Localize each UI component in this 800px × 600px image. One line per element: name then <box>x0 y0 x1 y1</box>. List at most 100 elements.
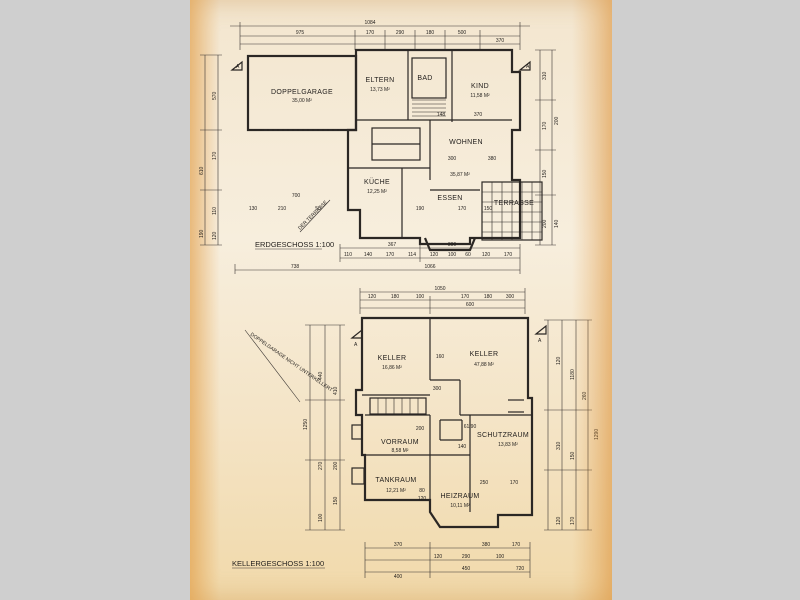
room-area-vorraum: 8,58 M² <box>392 448 409 454</box>
room-name-vorraum: VORRAUM <box>381 439 419 446</box>
room-area-schutzraum: 13,83 M² <box>498 442 518 448</box>
eg-dim-left: 170 <box>212 151 218 160</box>
eg-dim-bottom: 367 <box>388 242 397 248</box>
eg-dim-left: 190 <box>199 229 205 238</box>
eg-inner-dim: 190 <box>416 206 425 212</box>
room-area-kueche: 12,25 M² <box>367 189 387 195</box>
kg-dim-bottom: 100 <box>496 554 505 560</box>
eg-inner-dim: 380 <box>488 156 497 162</box>
kg-inner-dim: 250 <box>480 480 489 486</box>
eg-bay-window <box>423 237 477 252</box>
kg-section-label: A <box>354 342 358 348</box>
kg-dim-right: 120 <box>556 356 562 365</box>
eg-inner-dim: 210 <box>278 206 287 212</box>
floor-plan-drawing: 1084 975 170 290 180 500 370 610 570 170… <box>199 20 600 580</box>
kg-dim-top: 600 <box>466 302 475 308</box>
kg-dim-left: 440 <box>318 371 324 380</box>
eg-dim-top: 180 <box>426 30 435 36</box>
kg-dim-top-total: 1050 <box>434 286 445 292</box>
eg-note-leader <box>299 199 331 233</box>
kellergeschoss-plan: 1050 120 180 100 170 180 300 600 A A 440… <box>232 286 600 580</box>
eg-inner-dim: 150 <box>484 206 493 212</box>
room-area-heizraum: 10,11 M² <box>450 503 470 509</box>
eg-dim-bottom: 100 <box>448 252 457 258</box>
eg-dim-right: 200 <box>542 219 548 228</box>
eg-dim-bottom: 170 <box>386 252 395 258</box>
eg-inner-dim: 50 <box>315 206 321 212</box>
eg-inner-dim: 130 <box>249 206 258 212</box>
eg-dim-bottom: 140 <box>364 252 373 258</box>
eg-dim-top: 975 <box>296 30 305 36</box>
room-name-kueche: KÜCHE <box>364 178 390 186</box>
eg-dim-bottom: 170 <box>504 252 513 258</box>
kg-inner-dim: 200 <box>416 426 425 432</box>
kg-inner-dim: 160 <box>436 354 445 360</box>
kg-inner-dim: 80 <box>419 488 425 494</box>
eg-dim-top: 290 <box>396 30 405 36</box>
kg-dim-left: 100 <box>318 513 324 522</box>
kg-dim-bottom: 120 <box>434 554 443 560</box>
kg-dims-right <box>544 319 592 531</box>
kg-outer-walls <box>354 316 534 529</box>
room-name-kind: KIND <box>471 83 489 90</box>
kg-section-marker-left <box>350 328 363 339</box>
eg-section-label: A <box>526 64 530 70</box>
eg-inner-dim: 300 <box>448 156 457 162</box>
kg-dim-left: 270 <box>318 461 324 470</box>
kg-dims-bottom <box>364 542 531 578</box>
kg-stairs <box>369 397 427 415</box>
kg-interior-walls <box>362 318 532 512</box>
eg-dim-bottom: 60 <box>465 252 471 258</box>
kg-dim-top: 180 <box>391 294 400 300</box>
room-area-garage: 35,00 M² <box>292 98 312 104</box>
terrace-paving <box>481 181 543 241</box>
room-area-eltern: 13,73 M² <box>370 87 390 93</box>
eg-dims-left <box>200 54 222 246</box>
kg-dim-right: 150 <box>570 451 576 460</box>
eg-dim-bottom: 114 <box>408 252 416 258</box>
kg-dim-bottom: 380 <box>482 542 491 548</box>
eg-dim-left: 570 <box>212 91 218 100</box>
room-name-schutzraum: SCHUTZRAUM <box>477 432 529 439</box>
kg-dim-top: 100 <box>416 294 425 300</box>
eg-inner-dim: 700 <box>292 193 301 199</box>
eg-inner-dim: 170 <box>458 206 467 212</box>
room-name-tankraum: TANKRAUM <box>375 477 416 484</box>
kg-dim-right: 260 <box>582 391 588 400</box>
eg-dim-right: 200 <box>554 116 560 125</box>
room-name-essen: ESSEN <box>437 195 462 202</box>
eg-dim-left: 610 <box>199 166 205 175</box>
eg-stairs <box>412 99 446 117</box>
kg-light-well <box>351 467 365 485</box>
eg-dims-top <box>230 22 530 50</box>
room-name-heizraum: HEIZRAUM <box>441 493 480 500</box>
kg-note-leader <box>244 329 301 403</box>
kg-dim-bottom: 290 <box>462 554 471 560</box>
eg-dim-top: 170 <box>366 30 375 36</box>
kg-dim-right: 1180 <box>570 369 576 380</box>
kg-dim-left: 1250 <box>303 419 309 430</box>
eg-inner-dim: 370 <box>474 112 483 118</box>
eg-dim-top: 500 <box>458 30 467 36</box>
erdgeschoss-plan: 1084 975 170 290 180 500 370 610 570 170… <box>199 20 560 274</box>
eg-dims-right <box>535 49 556 246</box>
kg-dim-right: 310 <box>556 441 562 450</box>
kg-title: KELLERGESCHOSS 1:100 <box>232 559 324 568</box>
kg-section-marker-right <box>534 324 547 335</box>
kg-section-label: A <box>538 338 542 344</box>
eg-dim-right: 150 <box>542 169 548 178</box>
eg-dim-right: 310 <box>542 71 548 80</box>
kg-dims-left <box>305 324 345 531</box>
kg-inner-dim: 170 <box>510 480 519 486</box>
eg-section-marker-left <box>230 60 243 71</box>
kg-dim-left: 200 <box>333 461 339 470</box>
room-name-keller-b: KELLER <box>470 351 499 358</box>
kg-dim-left: 410 <box>333 386 339 395</box>
eg-section-marker-right <box>518 60 531 71</box>
kg-inner-dim: 61/90 <box>464 424 477 430</box>
room-name-wohnen: WOHNEN <box>449 139 483 146</box>
kg-dim-bottom: 170 <box>512 542 521 548</box>
kg-dim-top: 180 <box>484 294 493 300</box>
room-name-terrasse: TERRASSE <box>494 200 534 207</box>
eg-dim-bottom: 120 <box>430 252 439 258</box>
